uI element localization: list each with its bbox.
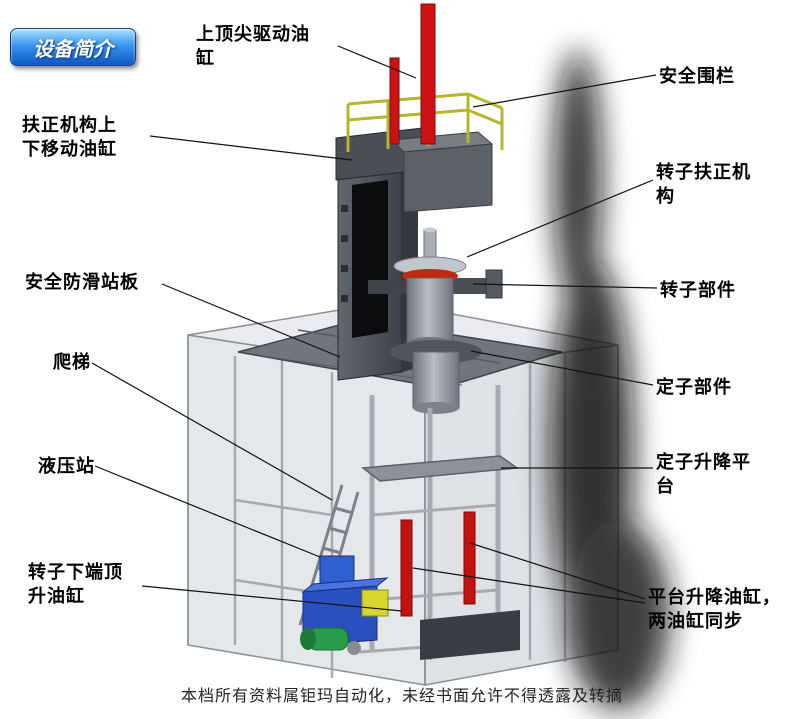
watermark-text: 本档所有资料属钜玛自动化，未经书面允许不得透露及转摘 [180, 688, 623, 705]
label-righting-cylinder: 扶正机构上 下移动油缸 [22, 115, 117, 160]
label-platform-cylinders: 平台升降油缸， 两油缸同步 [648, 587, 781, 632]
leader-lines [91, 45, 658, 612]
label-rotor-righting: 转子扶正机 构 [656, 162, 751, 207]
label-rotor-part: 转子部件 [660, 280, 736, 300]
press-column [335, 127, 423, 381]
label-top-cylinder: 上顶尖驱动油 缸 [196, 24, 310, 69]
hydraulic-unit [300, 555, 389, 655]
label-safety-fence: 安全围栏 [659, 66, 735, 86]
ink-smudge [550, 50, 670, 710]
label-antislip-board: 安全防滑站板 [25, 272, 139, 292]
stator-assembly [390, 340, 482, 414]
label-ladder: 爬梯 [53, 352, 91, 372]
lift-scaffold [359, 385, 521, 660]
label-hydraulic-station: 液压站 [38, 456, 95, 476]
platform-lift-cylinders [400, 511, 476, 617]
base-block [420, 610, 520, 660]
title-badge: 设备简介 [10, 28, 136, 66]
top-platform-box [390, 131, 494, 213]
top-drive-cylinder [389, 3, 436, 145]
label-bottom-jack: 转子下端顶 升油缸 [28, 562, 123, 607]
label-stator-platform: 定子升降平 台 [656, 452, 751, 497]
label-stator-part: 定子部件 [656, 377, 732, 397]
title-badge-label: 设备简介 [33, 38, 113, 61]
